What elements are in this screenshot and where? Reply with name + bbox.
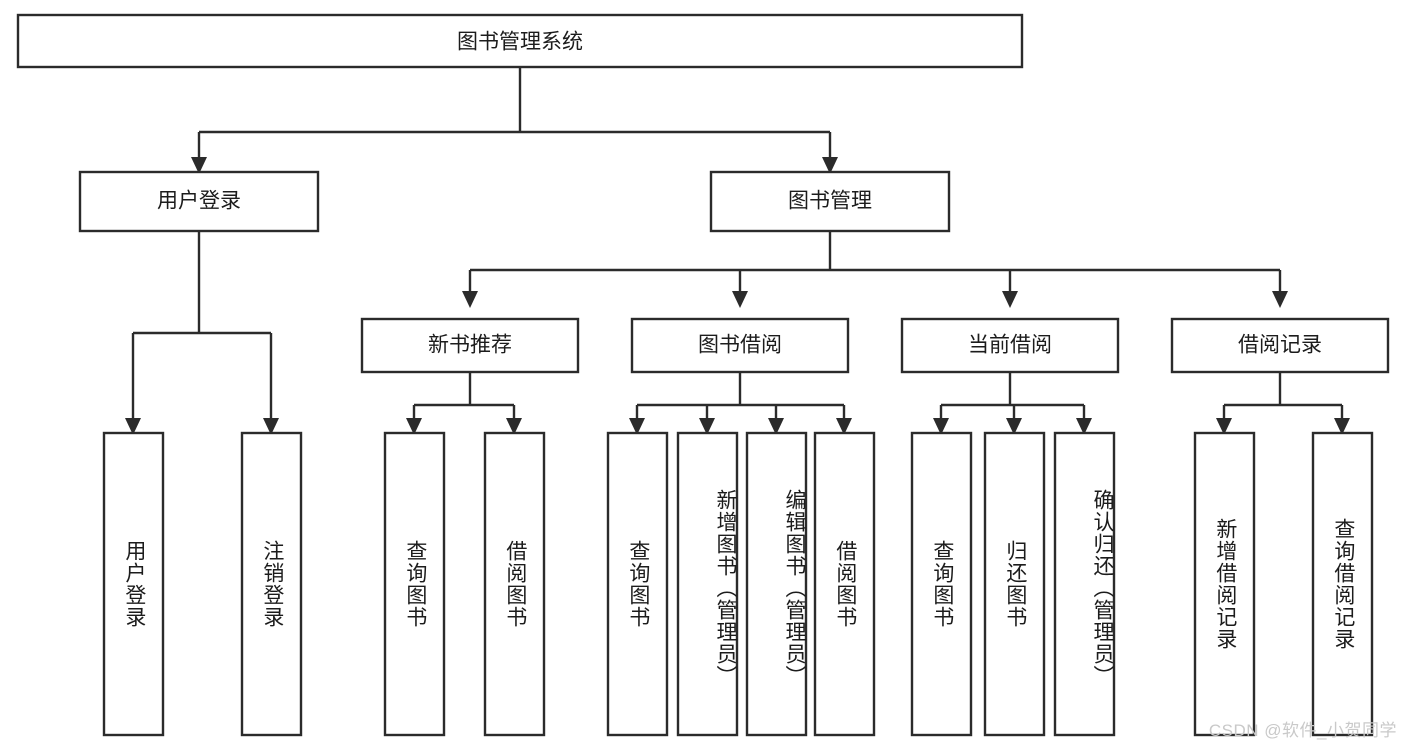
leaf-box-book-borrow-3[interactable] <box>745 431 808 737</box>
leaf-box-borrow-record-2[interactable] <box>1311 431 1374 737</box>
node-borrow-record[interactable] <box>1170 317 1390 374</box>
node-new-book-recommend[interactable] <box>360 317 580 374</box>
leaf-box-user-login-1[interactable] <box>102 431 165 737</box>
node-current-borrow-label: 当前借阅 <box>968 334 1052 357</box>
leaf-box-book-borrow-2[interactable] <box>676 431 739 737</box>
leaf-box-current-borrow-2[interactable] <box>983 431 1046 737</box>
leaf-box-new-book-1[interactable] <box>383 431 446 737</box>
node-book-borrow-label: 图书借阅 <box>698 334 782 357</box>
node-root-label: 图书管理系统 <box>457 31 583 54</box>
node-user-login-label: 用户登录 <box>157 190 241 213</box>
leaf-box-new-book-2[interactable] <box>483 431 546 737</box>
node-book-manage[interactable] <box>709 170 951 233</box>
leaf-box-user-login-2[interactable] <box>240 431 303 737</box>
watermark-text: CSDN @软件_小贺同学 <box>1208 721 1397 740</box>
node-book-borrow[interactable] <box>630 317 850 374</box>
node-root[interactable] <box>16 13 1024 69</box>
node-book-manage-label: 图书管理 <box>788 190 872 213</box>
arrowhead-to-new-book <box>462 291 478 308</box>
node-new-book-recommend-label: 新书推荐 <box>428 334 512 357</box>
leaf-box-current-borrow-1[interactable] <box>910 431 973 737</box>
node-borrow-record-label: 借阅记录 <box>1238 334 1322 357</box>
leaf-box-book-borrow-1[interactable] <box>606 431 669 737</box>
arrowhead-to-borrow-record <box>1272 291 1288 308</box>
leaf-box-book-borrow-4[interactable] <box>813 431 876 737</box>
node-current-borrow[interactable] <box>900 317 1120 374</box>
leaf-box-current-borrow-3[interactable] <box>1053 431 1116 737</box>
leaf-box-borrow-record-1[interactable] <box>1193 431 1256 737</box>
arrowhead-to-current-borrow <box>1002 291 1018 308</box>
arrowhead-to-book-borrow <box>732 291 748 308</box>
